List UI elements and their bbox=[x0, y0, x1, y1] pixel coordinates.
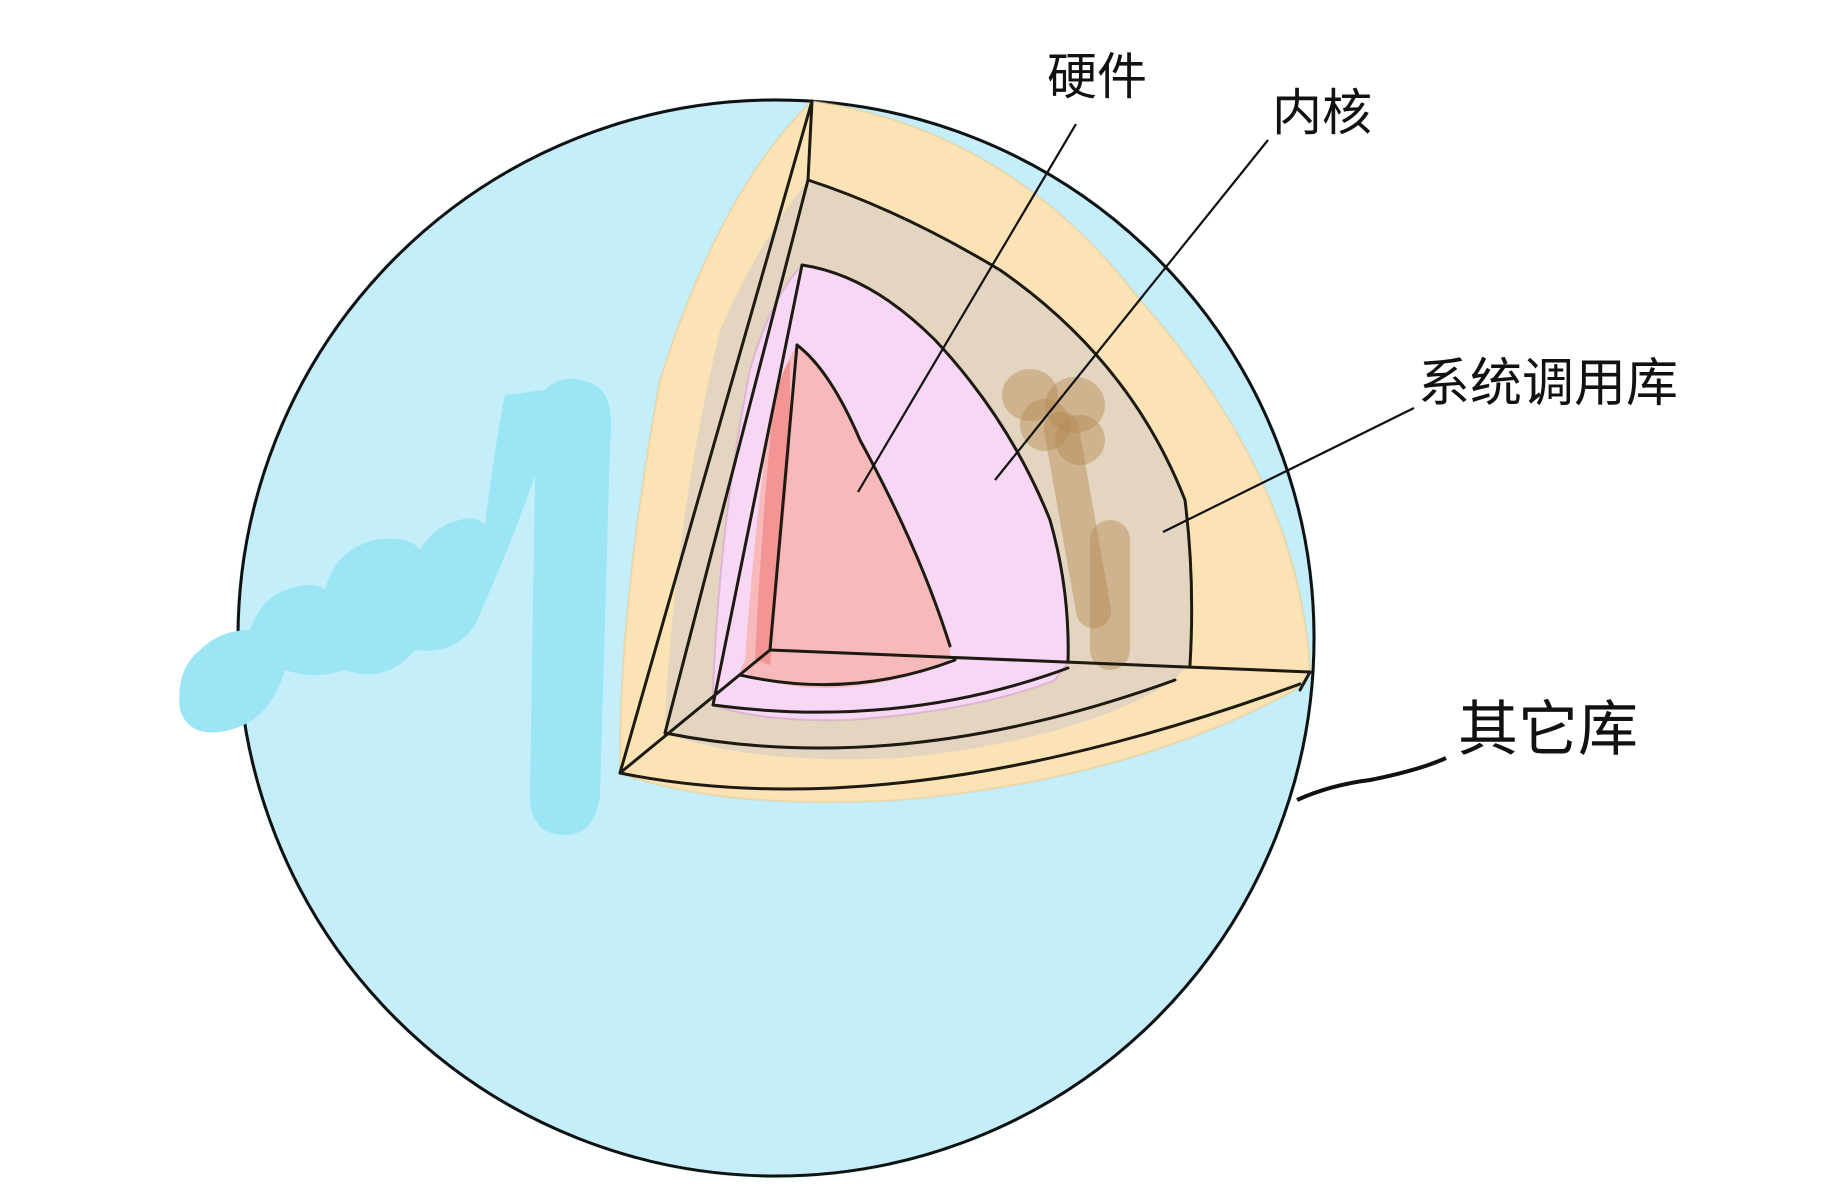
leader-syscall bbox=[1162, 407, 1415, 533]
label-kernel: 内核 bbox=[1272, 84, 1372, 142]
outline-strokes bbox=[618, 99, 1312, 791]
leader-kernel bbox=[994, 139, 1269, 481]
cutaway-wedge bbox=[619, 99, 1312, 804]
label-other-library: 其它库 bbox=[1458, 695, 1638, 765]
brown-smudges bbox=[1002, 369, 1130, 670]
leader-other bbox=[1296, 756, 1447, 802]
leader-lines bbox=[857, 123, 1447, 802]
label-hardware: 硬件 bbox=[1047, 48, 1147, 106]
brush-stroke-decoration bbox=[179, 378, 611, 835]
leader-hardware bbox=[857, 123, 1077, 493]
label-syscall-library: 系统调用库 bbox=[1418, 354, 1679, 414]
